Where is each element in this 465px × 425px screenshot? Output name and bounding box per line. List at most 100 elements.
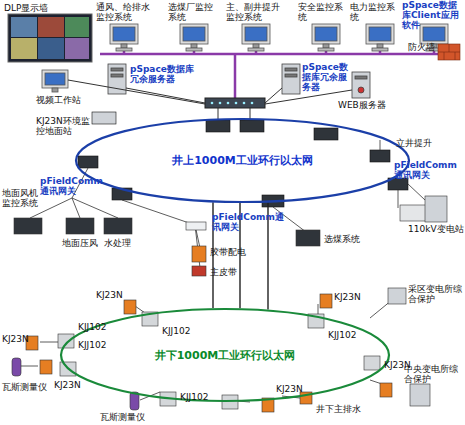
device-label: 110kV变电站: [408, 224, 464, 234]
field-wires: [408, 184, 425, 200]
gateway-label: pSpace数据库Client应用软件: [402, 0, 464, 30]
lower-ring-wires: [20, 300, 392, 402]
ring-text-wrap: 井下1000M工业环行以太网: [60, 308, 390, 402]
device-label: KJJ102: [328, 330, 368, 340]
device-label: 胶带配电: [210, 247, 255, 257]
monitor-icons: [191, 44, 197, 48]
monitor-icons: [183, 27, 205, 41]
monitor-icons: [245, 27, 267, 41]
top-bus-wire: [100, 53, 440, 56]
field-devices: [192, 266, 206, 276]
device-label: 主皮带: [210, 267, 250, 277]
device-label: 地面风机监控系统: [2, 188, 44, 208]
device-label: DLP显示墙: [4, 3, 66, 13]
gateway-label: pSpace数据库冗余服务器: [130, 64, 202, 84]
monitor-icons: [42, 70, 68, 88]
device-label: KJ23N: [2, 334, 38, 344]
field-wires: [380, 140, 381, 150]
lower-ring-devices: [388, 288, 406, 304]
monitor-icons: [113, 27, 135, 41]
field-wires: [398, 190, 399, 208]
lower-ring-devices: [124, 300, 136, 314]
upper-ring-devices: [92, 112, 116, 124]
server-icons: [282, 64, 300, 94]
ring-text-wrap: 井上1000M工业环行以太网: [75, 118, 410, 203]
field-devices: [14, 196, 447, 276]
upper-ring-devices: [78, 156, 98, 168]
firewall-icon: [444, 52, 445, 60]
device-label: 水处理: [104, 238, 144, 248]
gateway-label: pFieldComm通讯网关: [394, 160, 464, 180]
core-switch: [211, 102, 214, 105]
field-devices: [400, 205, 426, 221]
monitor-icons: [121, 44, 127, 48]
dlp-wall: [65, 17, 89, 37]
core-switch: [251, 102, 254, 105]
monitor-icons: [315, 27, 337, 41]
server-icons: [111, 68, 123, 71]
field-devices: [104, 218, 132, 234]
dlp-wall: [38, 17, 64, 37]
monitor-icons: [423, 27, 445, 41]
gateway-label: pFieldComm通讯网关: [40, 176, 106, 196]
upper-ring-devices: [206, 120, 230, 132]
monitor-icons: [116, 48, 132, 51]
device-label: 地面压风: [62, 238, 107, 248]
device-label: 井下主排水: [316, 404, 376, 414]
dlp-wall: [65, 38, 89, 59]
device-label: 瓦斯测量仪: [2, 382, 52, 392]
top-bus-wire: [255, 51, 258, 54]
ring-ellipse: [76, 119, 409, 202]
firewall-icon: [438, 44, 460, 60]
monitor-icons: [377, 44, 383, 48]
device-label: 视频工作站: [36, 95, 96, 105]
upper-ring-devices: [240, 120, 264, 132]
dlp-wall: [11, 38, 37, 59]
field-devices: [425, 196, 447, 222]
top-bus-wire: [379, 51, 382, 54]
monitor-icons: [110, 24, 138, 44]
firewall-icon: [438, 44, 460, 60]
dlp-wall: [8, 14, 92, 62]
lower-ring-devices: [58, 334, 74, 348]
upper-ring-devices: [314, 128, 338, 140]
ring-title: 井下1000M工业环行以太网: [155, 348, 296, 363]
lower-ring-devices: [320, 294, 332, 308]
lower-ring-devices: [40, 360, 52, 374]
device-label: 选煤厂监控系统: [168, 2, 216, 22]
device-label: KJJ102: [78, 340, 118, 350]
core-switch: [235, 102, 238, 105]
device-label: WEB服务器: [338, 100, 398, 110]
lower-ring-wires: [20, 366, 38, 367]
lower-ring-devices: [380, 383, 392, 397]
device-label: 立井提升: [396, 138, 441, 148]
monitor-icons: [180, 24, 208, 44]
field-devices: [296, 230, 320, 246]
dlp-wall: [38, 38, 64, 59]
monitor-icons: [42, 24, 448, 92]
monitor-icons: [312, 24, 340, 44]
ring-network: 井下1000M工业环行以太网: [60, 308, 390, 402]
monitor-icons: [420, 24, 448, 44]
field-devices: [192, 246, 206, 262]
firewall-icon: [455, 52, 456, 60]
upper-ring-devices: [78, 112, 408, 207]
device-label: 通风、给排水监控系统: [96, 2, 154, 22]
device-label: KJ23N: [96, 290, 132, 300]
monitor-icons: [372, 48, 388, 51]
gateway-label: pFieldComm通讯网关: [212, 212, 292, 232]
device-label: 瓦斯测量仪: [100, 412, 150, 422]
device-label: KJJ102: [78, 322, 118, 332]
top-bus-wire: [123, 51, 126, 54]
ring-title: 井上1000M工业环行以太网: [172, 153, 313, 168]
server-icons: [285, 74, 297, 77]
core-switch: [205, 98, 265, 108]
server-wires: [126, 88, 205, 103]
device-label: 安全监控系统: [298, 2, 346, 22]
monitor-icons: [323, 44, 329, 48]
monitor-icons: [318, 48, 334, 51]
monitor-icons: [248, 48, 264, 51]
monitor-icons: [45, 73, 65, 85]
ring-network: 井上1000M工业环行以太网: [75, 118, 410, 203]
